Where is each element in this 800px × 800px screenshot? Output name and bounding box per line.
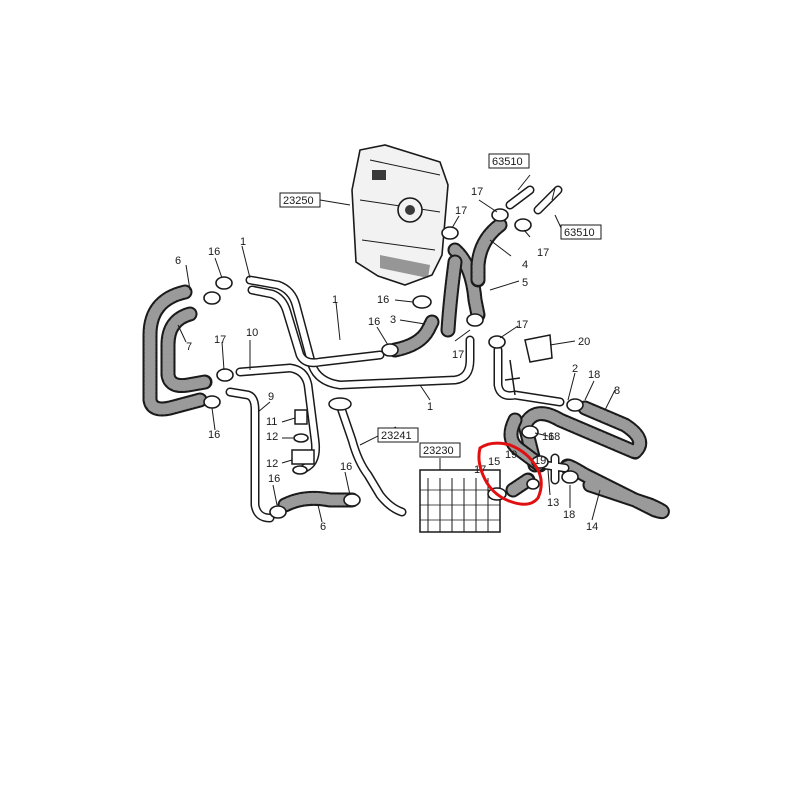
part-label: 1 [240,236,246,248]
part-label: 10 [246,327,258,339]
part-label: 6 [175,255,181,267]
part-label: 19 [505,449,517,461]
bleed-screw-assembly [291,409,315,475]
part-label: 17 [471,186,483,198]
bypass-pipe [328,397,407,517]
metal-pipe-1 [245,275,475,390]
part-label: 1 [427,401,433,413]
part-label: 20 [578,336,590,348]
part-label: 5 [522,277,528,289]
part-label: 3 [390,314,396,326]
reference-box-23230: 23230 [419,442,461,458]
part-label: 7 [186,341,192,353]
bracket-20 [504,334,553,396]
part-label: 17 [455,205,467,217]
svg-text:63510: 63510 [564,227,595,239]
hose-6-7 [142,284,213,417]
part-labels: 1 1 1 2 3 4 5 6 6 7 8 9 10 11 12 12 13 1… [175,186,620,533]
part-label: 14 [586,521,598,533]
part-label: 9 [268,391,274,403]
part-label: 19 [534,455,546,467]
part-label: 16 [208,246,220,258]
part-label: 17 [452,349,464,361]
radiator [419,469,501,533]
part-label: 16 [340,461,352,473]
hose-4-5 [440,217,508,338]
part-label: 17 [516,319,528,331]
expansion-tank [351,144,449,286]
part-label: 18 [563,509,575,521]
part-label: 11 [266,416,277,428]
reference-box-63510-bottom: 63510 [560,224,602,240]
svg-text:63510: 63510 [492,156,523,168]
part-label: 18 [548,431,560,443]
metal-pipe-9 [225,387,275,523]
part-label: 16 [542,431,554,443]
reference-box-23250: 23250 [279,192,321,208]
part-label: 16 [377,294,389,306]
part-label: 13 [547,497,559,509]
highlight-outline [477,441,543,506]
part-label: 17 [537,247,549,259]
part-label: 1 [332,294,338,306]
part-label: 16 [368,316,380,328]
part-label: 17 [214,334,226,346]
t-piece-13 [540,453,570,485]
part-label: 15 [488,456,500,468]
connectors-63510 [505,185,563,215]
hose-8 [517,400,648,473]
svg-text:23230: 23230 [423,445,454,457]
part-label: 16 [208,429,220,441]
svg-text:23241: 23241 [381,430,412,442]
part-label: 16 [268,473,280,485]
part-label: 2 [572,363,578,375]
part-label: 12 [266,431,278,443]
part-label: 6 [320,521,326,533]
metal-pipe-2 [493,345,565,407]
part-label: 4 [522,259,528,271]
hose-6-bottom [277,490,360,513]
hose-15 [505,472,536,498]
hose-3 [387,314,440,358]
svg-text:23250: 23250 [283,195,314,207]
reference-box-63510-top: 63510 [488,153,530,169]
part-label: 18 [588,369,600,381]
reference-box-23241: 23241 [377,427,419,443]
part-label: 12 [266,458,278,470]
part-label: 8 [614,385,620,397]
